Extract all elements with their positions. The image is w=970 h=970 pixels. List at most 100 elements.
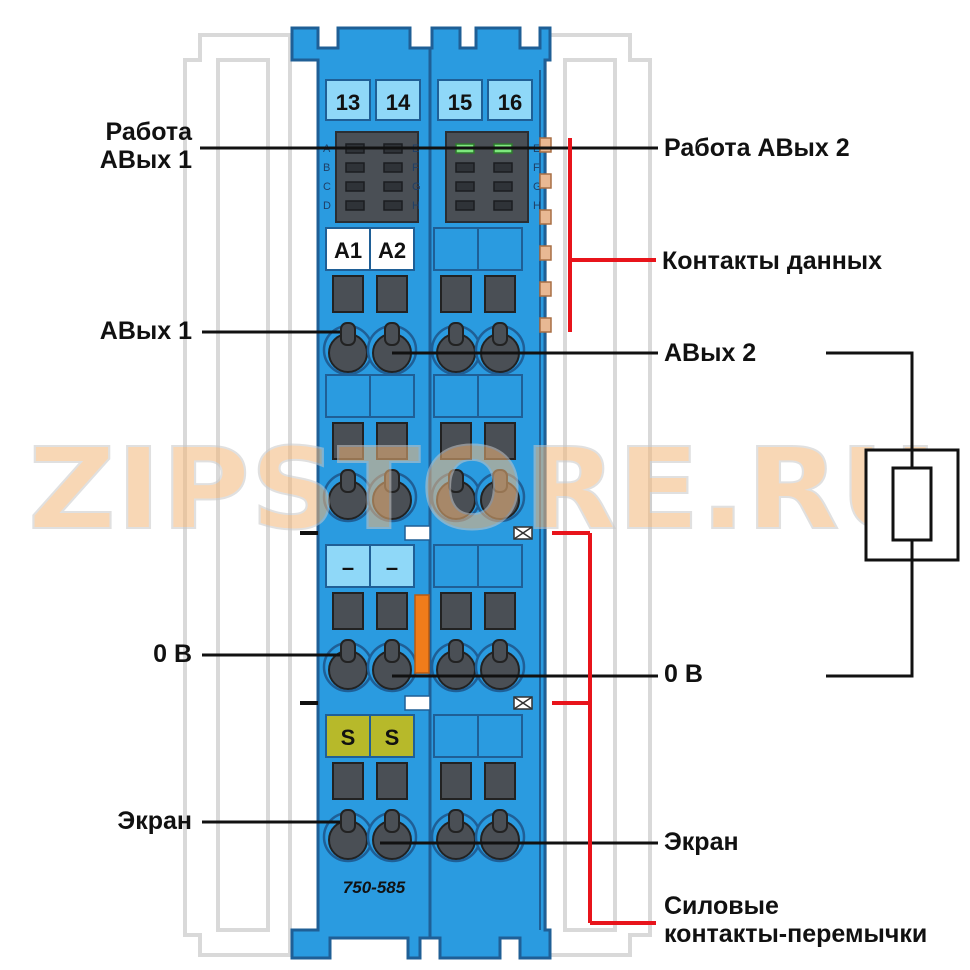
marker-slot (325, 544, 371, 588)
release-button (332, 762, 364, 800)
label-rabota-avyh1: Работа АВых 1 (60, 118, 192, 174)
marker-slot (477, 714, 523, 758)
led-letter-g2: G (533, 181, 542, 193)
release-button (376, 762, 408, 800)
release-button (440, 422, 472, 460)
label-15-box (437, 79, 483, 121)
clamp-slot (384, 322, 400, 346)
label-ekran-right: Экран (664, 828, 739, 856)
marker-slot (477, 227, 523, 271)
marker-slot (369, 227, 415, 271)
clamp-slot (492, 322, 508, 346)
model-number: 750-585 (343, 878, 406, 897)
marker-slot (369, 374, 415, 418)
watermark-text: ZIPSTORE.RU (28, 425, 938, 555)
clamp-slot (384, 469, 400, 493)
label-rabota-avyh1-line2: АВых 1 (99, 146, 192, 174)
label-silovye-line2: контакты-перемычки (664, 920, 928, 948)
led-letter-h2: H (533, 200, 541, 212)
clamp-slot (340, 469, 356, 493)
marker-text: S (385, 725, 400, 750)
terminal-13: 13 (336, 90, 360, 115)
label-ekran-left: Экран (117, 807, 192, 835)
clamp-slot (384, 639, 400, 663)
red-brackets (552, 138, 656, 925)
power-jumper-contacts (300, 525, 533, 711)
label-13-box (325, 79, 371, 121)
clamp-slot (492, 809, 508, 833)
release-button (484, 592, 516, 630)
label-avyh2: АВых 2 (664, 339, 757, 367)
marker-text: A2 (378, 238, 406, 263)
release-button (440, 762, 472, 800)
led-letter-f2: F (533, 162, 540, 174)
marker-slot (477, 544, 523, 588)
release-button (332, 422, 364, 460)
led-letter-h: H (412, 200, 420, 212)
release-button (332, 275, 364, 313)
terminal-15: 15 (448, 90, 472, 115)
terminal-row (322, 374, 526, 523)
clamp-slot (448, 639, 464, 663)
marker-slot (433, 227, 479, 271)
terminal-row: –– (322, 544, 526, 693)
led-letter-f: F (412, 162, 419, 174)
label-rabota-avyh2: Работа АВых 2 (664, 134, 850, 162)
marker-slot (325, 227, 371, 271)
clamp-slot (448, 322, 464, 346)
release-button (376, 592, 408, 630)
load-resistor (826, 351, 960, 678)
clamp-slot (384, 809, 400, 833)
data-contacts (539, 137, 552, 333)
marker-slot (369, 544, 415, 588)
clamp-slot (340, 639, 356, 663)
label-silovye: Силовые контакты-перемычки (664, 892, 927, 948)
release-button (332, 592, 364, 630)
callout-lines (200, 146, 658, 845)
marker-slot (325, 374, 371, 418)
label-rabota-avyh1-line1: Работа (105, 118, 193, 146)
terminal-16: 16 (498, 90, 522, 115)
label-silovye-line1: Силовые (664, 892, 779, 920)
ghost-neighbor-modules (183, 33, 652, 957)
clamp-slot (340, 322, 356, 346)
clamp-slot (448, 809, 464, 833)
release-button (376, 275, 408, 313)
release-button (440, 275, 472, 313)
release-button (440, 592, 472, 630)
watermark: ZIPSTORE.RU (27, 424, 939, 556)
release-button (484, 762, 516, 800)
label-0v-right: 0 В (664, 660, 703, 688)
marker-text: S (341, 725, 356, 750)
led-letter-b: B (323, 162, 330, 174)
label-0v-left: 0 В (153, 640, 192, 668)
marker-text: A1 (334, 238, 362, 263)
terminal-14: 14 (386, 90, 411, 115)
label-14-box (375, 79, 421, 121)
marker-slot (325, 714, 371, 758)
marker-slot (433, 714, 479, 758)
release-button (484, 422, 516, 460)
label-16-box (487, 79, 533, 121)
clamp-slot (340, 809, 356, 833)
led-letter-g: G (412, 181, 421, 193)
marker-slot (433, 544, 479, 588)
release-button (484, 275, 516, 313)
led-letter-c: C (323, 181, 331, 193)
release-button (376, 422, 408, 460)
led-letter-d: D (323, 200, 331, 212)
orange-bar (414, 594, 430, 674)
marker-slot (433, 374, 479, 418)
marker-text: – (386, 555, 398, 580)
terminal-number-labels: 13 14 15 16 (325, 79, 533, 121)
marker-slot (369, 714, 415, 758)
label-kontakty-dannyh: Контакты данных (662, 247, 883, 275)
clamp-slot (492, 639, 508, 663)
marker-slot (477, 374, 523, 418)
clamp-slot (492, 469, 508, 493)
label-avyh1: АВых 1 (99, 317, 192, 345)
marker-text: – (342, 555, 354, 580)
